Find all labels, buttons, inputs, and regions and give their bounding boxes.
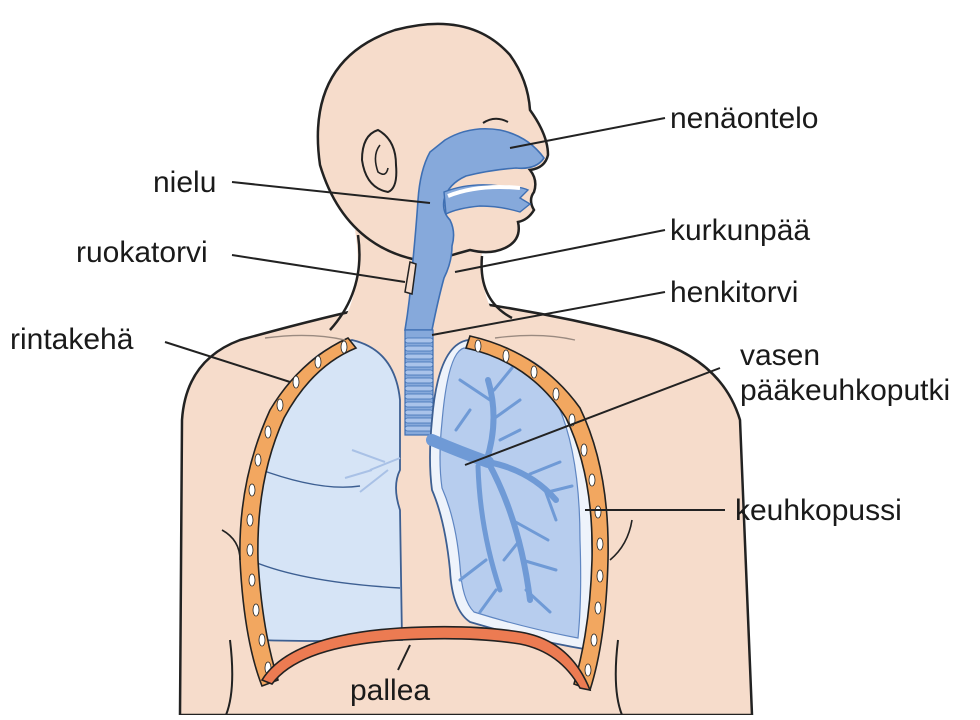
label-ruokatorvi: ruokatorvi [76, 236, 208, 269]
trachea [405, 330, 433, 435]
trachea-ring [405, 362, 433, 367]
rib-opening [341, 341, 347, 353]
rib-opening [503, 350, 509, 362]
rib-opening [581, 444, 587, 456]
rib-opening [249, 484, 255, 496]
trachea-ring [405, 402, 433, 407]
trachea-ring [405, 394, 433, 399]
label-vasen: vasen [740, 339, 820, 372]
rib-opening [553, 388, 559, 400]
label-kurkunpaa: kurkunpää [670, 214, 810, 247]
trachea-ring [405, 386, 433, 391]
rib-opening [259, 634, 265, 646]
label-nielu: nielu [153, 166, 216, 199]
rib-opening [531, 366, 537, 378]
rib-opening [249, 574, 255, 586]
trachea-ring [405, 378, 433, 383]
label-nenaontelo: nenäontelo [670, 102, 818, 135]
label-rintakeha: rintakehä [10, 323, 134, 356]
rib-opening [591, 634, 597, 646]
rib-opening [595, 506, 601, 518]
rib-opening [475, 340, 481, 352]
rib-opening [315, 356, 321, 368]
trachea-ring [405, 418, 433, 423]
label-henkitorvi: henkitorvi [670, 276, 798, 309]
trachea-ring [405, 410, 433, 415]
rib-opening [247, 544, 253, 556]
label-pallea: pallea [350, 674, 430, 707]
rib-opening [585, 664, 591, 676]
rib-opening [247, 514, 253, 526]
rib-opening [293, 376, 299, 388]
rib-opening [277, 399, 283, 411]
rib-opening [597, 570, 603, 582]
trachea-ring [405, 346, 433, 351]
rib-opening [253, 604, 259, 616]
rib-opening [597, 538, 603, 550]
trachea-ring [405, 338, 433, 343]
trachea-ring [405, 426, 433, 431]
label-keuhkopussi: keuhkopussi [735, 494, 902, 527]
trachea-ring [405, 354, 433, 359]
rib-opening [595, 602, 601, 614]
trachea-ring [405, 370, 433, 375]
rib-opening [255, 454, 261, 466]
rib-opening [589, 474, 595, 486]
label-paakeuhkoputki: pääkeuhkoputki [740, 374, 950, 407]
rib-opening [265, 426, 271, 438]
